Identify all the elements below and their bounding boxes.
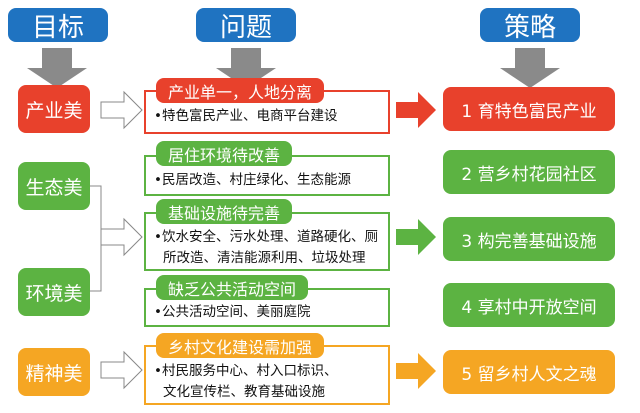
problem-item: •饮水安全、污水处理、道路硬化、厕: [154, 229, 378, 245]
hollow-arrow-icon: [100, 217, 143, 257]
down-arrow-icon: [231, 48, 261, 68]
down-arrow-icon: [42, 48, 72, 68]
hollow-arrow-icon: [100, 90, 143, 130]
strategy-3: 3 构完善基础设施: [443, 217, 615, 261]
problem-item: 文化宣传栏、教育基础设施: [163, 384, 325, 400]
strategy-1: 1 育特色富民产业: [443, 87, 615, 131]
goal-spirit: 精神美: [18, 348, 90, 396]
solid-arrow-icon: [396, 353, 436, 389]
goal-environment: 环境美: [18, 268, 90, 316]
problem-item: •特色富民产业、电商平台建设: [154, 108, 338, 124]
down-arrow-icon: [515, 48, 545, 68]
problem-title-1: 产业单一，人地分离: [156, 78, 325, 103]
header-goal: 目标: [8, 8, 108, 43]
problem-title-2: 居住环境待改善: [156, 141, 293, 166]
solid-arrow-icon: [396, 219, 436, 255]
strategy-5: 5 留乡村人文之魂: [443, 350, 615, 394]
down-arrow-icon: [500, 68, 560, 88]
goal-industry: 产业美: [18, 85, 90, 133]
header-problem: 问题: [196, 8, 296, 43]
strategy-2: 2 营乡村花园社区: [443, 150, 615, 194]
problem-title-5: 乡村文化建设需加强: [156, 333, 325, 358]
hollow-arrow-icon: [100, 350, 143, 390]
problem-item: •民居改造、村庄绿化、生态能源: [154, 172, 351, 188]
problem-title-4: 缺乏公共活动空间: [156, 275, 309, 300]
problem-item: 所改造、清洁能源利用、垃圾处理: [163, 250, 366, 266]
header-strategy: 策略: [480, 8, 580, 43]
problem-title-3: 基础设施待完善: [156, 199, 293, 224]
problem-item: •村民服务中心、村入口标识、: [154, 363, 338, 379]
strategy-4: 4 享村中开放空间: [443, 283, 615, 327]
down-arrow-icon: [27, 68, 87, 88]
goal-ecology: 生态美: [18, 162, 90, 210]
connector-line: [90, 185, 102, 292]
solid-arrow-icon: [396, 92, 436, 128]
problem-item: •公共活动空间、美丽庭院: [154, 304, 311, 320]
